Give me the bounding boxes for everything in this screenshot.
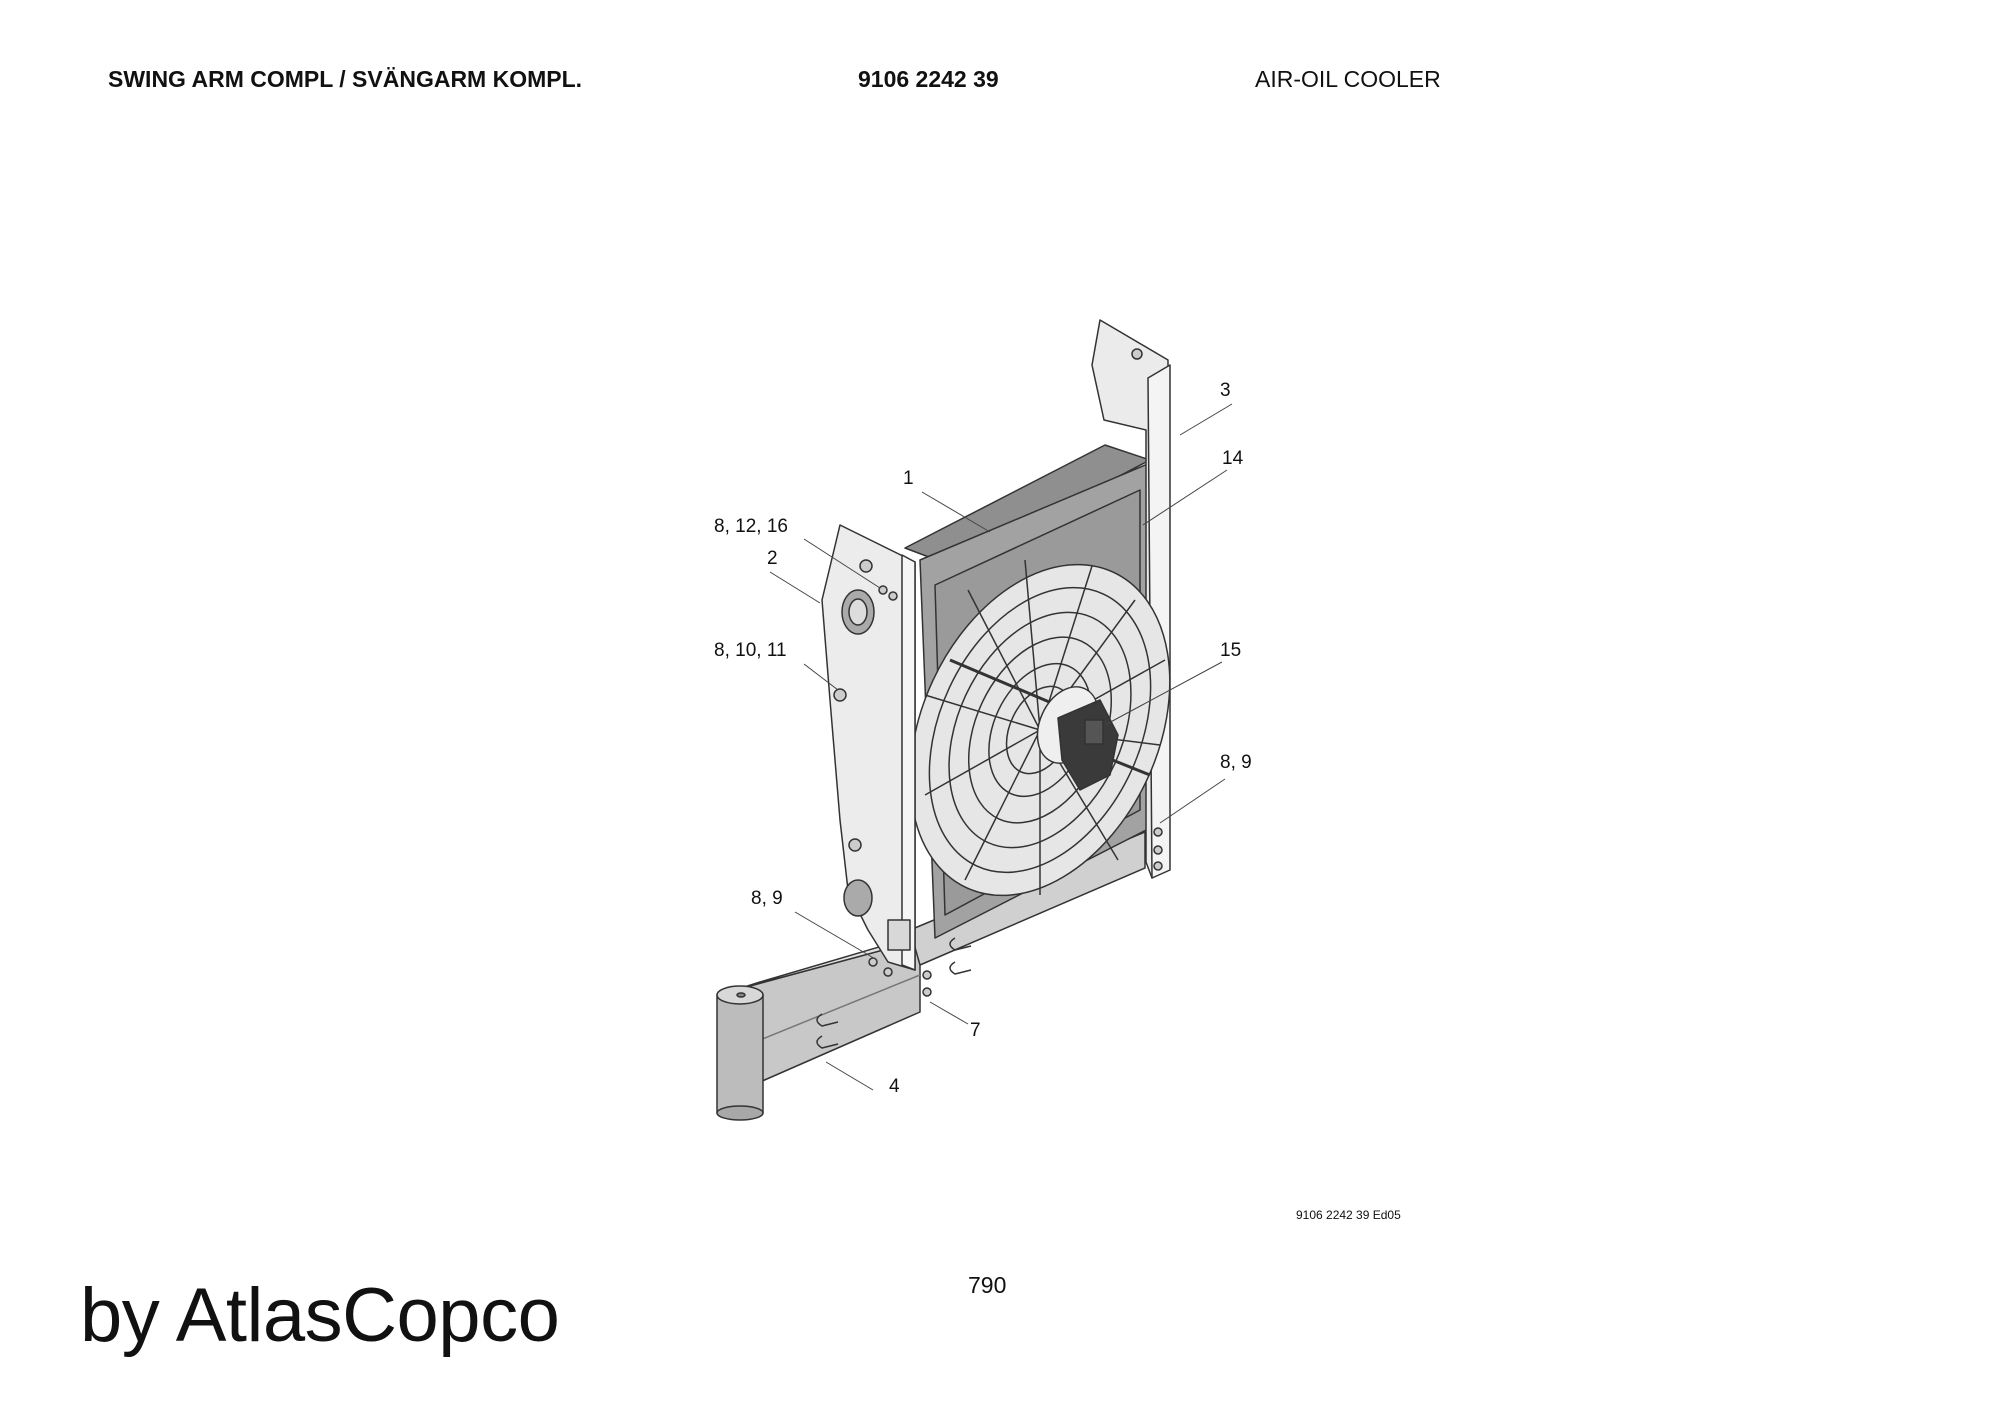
u-bolt-arm-1 [816, 1013, 839, 1027]
hydraulic-motor-port [1084, 719, 1104, 745]
left-bracket-lower-bushing [843, 879, 873, 917]
hinge-bolt-4 [922, 987, 932, 997]
bolt-left-small-1 [878, 585, 888, 595]
hinge-bolt-2 [883, 967, 893, 977]
callout-8-12-16: 8, 12, 16 [714, 516, 788, 537]
callout-8-9-right: 8, 9 [1220, 752, 1252, 773]
callout-15: 15 [1220, 640, 1242, 661]
swing-arm-cylinder-bottom [716, 1105, 764, 1121]
callout-4: 4 [889, 1076, 900, 1097]
page-number: 790 [968, 1272, 1007, 1298]
u-bolt-cross-1 [949, 937, 972, 951]
page-title: SWING ARM COMPL / SVÄNGARM KOMPL. [108, 66, 583, 92]
callout-8-9-left: 8, 9 [751, 888, 783, 909]
callout-2: 2 [767, 548, 778, 569]
bolt-right-2 [1153, 845, 1163, 855]
lower-hinge-block [887, 919, 911, 951]
leader-lines [769, 403, 1233, 1091]
bolt-right-3 [1153, 861, 1163, 871]
callout-3: 3 [1220, 380, 1231, 401]
callout-1: 1 [903, 468, 914, 489]
swing-arm-cylinder-pin [736, 992, 746, 998]
right-bracket-hole [1131, 348, 1143, 360]
bolt-right-1 [1153, 827, 1163, 837]
assembly-description: AIR-OIL COOLER [1255, 66, 1441, 92]
left-bracket-upper-bushing-bore [848, 598, 868, 626]
left-bracket-face [901, 554, 916, 971]
callout-8-10-11: 8, 10, 11 [714, 640, 787, 661]
bolt-left-upper [859, 559, 873, 573]
swing-arm-cylinder [716, 994, 764, 1114]
hinge-bolt-3 [922, 970, 932, 980]
callout-7: 7 [970, 1020, 981, 1041]
u-bolt-cross-2 [949, 961, 972, 975]
callout-14: 14 [1222, 448, 1244, 469]
bolt-left-lower [848, 838, 862, 852]
u-bolt-arm-2 [816, 1035, 839, 1049]
bolt-left-mid [833, 688, 847, 702]
swing-arm-beam-edge [759, 974, 921, 1041]
part-number: 9106 2242 39 [858, 66, 999, 92]
drawing-reference: 9106 2242 39 Ed05 [1296, 1208, 1401, 1222]
bolt-left-small-2 [888, 591, 898, 601]
brand-watermark: by AtlasCopco [80, 1273, 560, 1358]
